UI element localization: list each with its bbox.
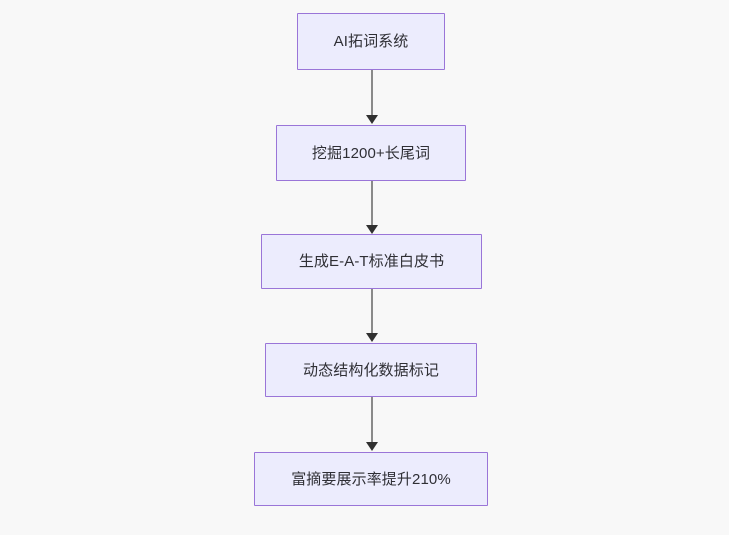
flowchart-node-label: 挖掘1200+长尾词 [311,144,431,162]
flowchart-node-n1[interactable]: AI拓词系统 [297,13,445,70]
flowchart-node-n3[interactable]: 生成E-A-T标准白皮书 [261,234,482,289]
flowchart-node-label: 动态结构化数据标记 [303,361,439,379]
flowchart-node-label: 富摘要展示率提升210% [291,470,451,488]
arrow-head-icon [366,225,378,234]
flowchart-node-label: AI拓词系统 [333,33,409,50]
flowchart-node-n4[interactable]: 动态结构化数据标记 [265,343,477,397]
arrow-head-icon [366,333,378,342]
flowchart-node-n2[interactable]: 挖掘1200+长尾词 [276,125,466,181]
flowchart-edge-e1 [371,70,373,116]
flowchart-node-n5[interactable]: 富摘要展示率提升210% [254,452,488,506]
flowchart-edge-e3 [371,289,373,334]
arrow-head-icon [366,442,378,451]
arrow-head-icon [366,115,378,124]
flowchart-node-label: 生成E-A-T标准白皮书 [298,253,445,270]
flowchart-edge-e4 [371,397,373,443]
flowchart-edge-e2 [371,181,373,226]
